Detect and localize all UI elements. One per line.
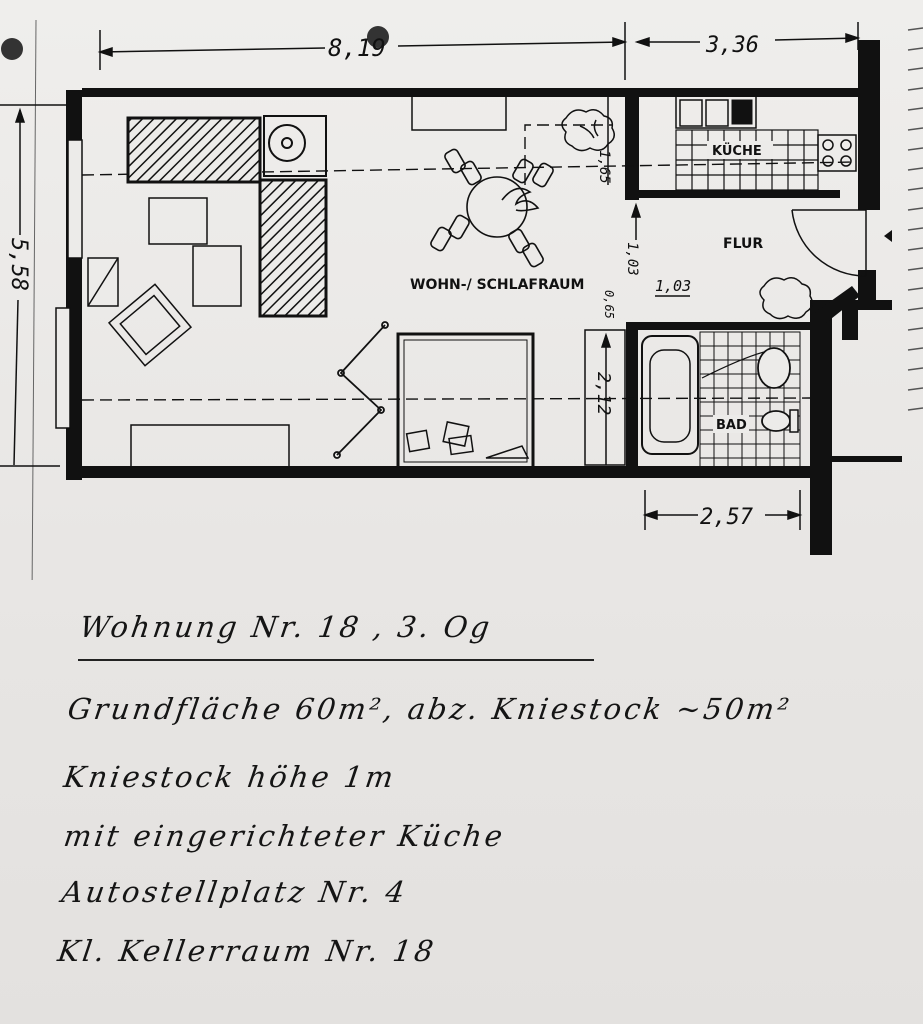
- floor-plan: 8,19 3,36 5,58 1,65 1,03 1,03 0,65 2,12 …: [0, 19, 923, 580]
- dim-width-main: 8,19: [328, 34, 386, 62]
- coffee-table: [192, 245, 242, 307]
- room-label-kitchen: KÜCHE: [712, 143, 762, 159]
- wardrobe: [584, 329, 626, 466]
- side-table: [148, 197, 208, 245]
- dim-bath-depth: 2,12: [593, 372, 614, 415]
- dim-hall-depth: 1,03: [624, 242, 640, 276]
- note-floor-area: Grundfläche 60m², abz. Kniestock ~50m²: [65, 692, 795, 726]
- dimension-lines: [0, 22, 861, 530]
- bed: [396, 332, 535, 470]
- sofa-side: [258, 178, 328, 318]
- binding-marks: [907, 27, 923, 411]
- plant-icon: [561, 109, 615, 152]
- dim-bath-width: 2,57: [700, 505, 754, 530]
- cooktop-icon: [817, 134, 857, 172]
- sink-icon: [679, 99, 703, 127]
- stove: [263, 115, 327, 177]
- notes-title: Wohnung Nr. 18 , 3. Og: [77, 610, 495, 644]
- bathroom: [641, 331, 801, 473]
- pillow-icon: [405, 429, 431, 453]
- dining-set: [430, 148, 554, 268]
- hall-corner: [810, 286, 860, 340]
- dim-width-right: 3,36: [705, 33, 759, 58]
- toilet-icon: [761, 410, 791, 432]
- stove-icon: [268, 124, 306, 162]
- note-parking: Autostellplatz Nr. 4: [59, 875, 410, 909]
- pillow-icon: [442, 421, 470, 447]
- living-furniture: [107, 95, 507, 468]
- note-cellar: Kl. Kellerraum Nr. 18: [55, 934, 439, 968]
- sofa-top: [126, 116, 262, 184]
- pillow-icon: [448, 434, 474, 456]
- sink-icon: [705, 99, 729, 127]
- windows-left: [55, 139, 119, 429]
- dining-table-icon: [466, 176, 528, 238]
- room-divider: [333, 321, 389, 459]
- bathtub-icon: [641, 335, 699, 455]
- punch-hole-icon: [367, 26, 389, 48]
- kitchen-block: [675, 95, 857, 191]
- margin-line: [31, 19, 37, 580]
- punch-hole-icon: [1, 38, 23, 60]
- armchair-icon: [107, 283, 193, 367]
- dim-small-gap: 0,65: [602, 290, 616, 319]
- sideboard-top: [411, 95, 507, 131]
- note-kitchen: mit eingerichteter Küche: [61, 819, 508, 853]
- sideboard-bottom: [130, 424, 290, 468]
- plant-icon: [759, 277, 813, 320]
- room-label-living: WOHN-/ SCHLAFRAUM: [410, 277, 584, 293]
- washbasin-icon: [757, 347, 791, 389]
- dim-hall-width: 1,03: [655, 277, 691, 295]
- room-label-bath: BAD: [716, 418, 747, 433]
- walls: [66, 40, 902, 555]
- room-label-hall: FLUR: [723, 236, 763, 252]
- arrow-left-icon: [884, 230, 892, 242]
- dim-height-left: 5,58: [6, 238, 31, 291]
- entrance-door: [791, 209, 867, 277]
- title-underline: [78, 659, 594, 661]
- note-knee-wall-height: Kniestock höhe 1m: [61, 760, 399, 794]
